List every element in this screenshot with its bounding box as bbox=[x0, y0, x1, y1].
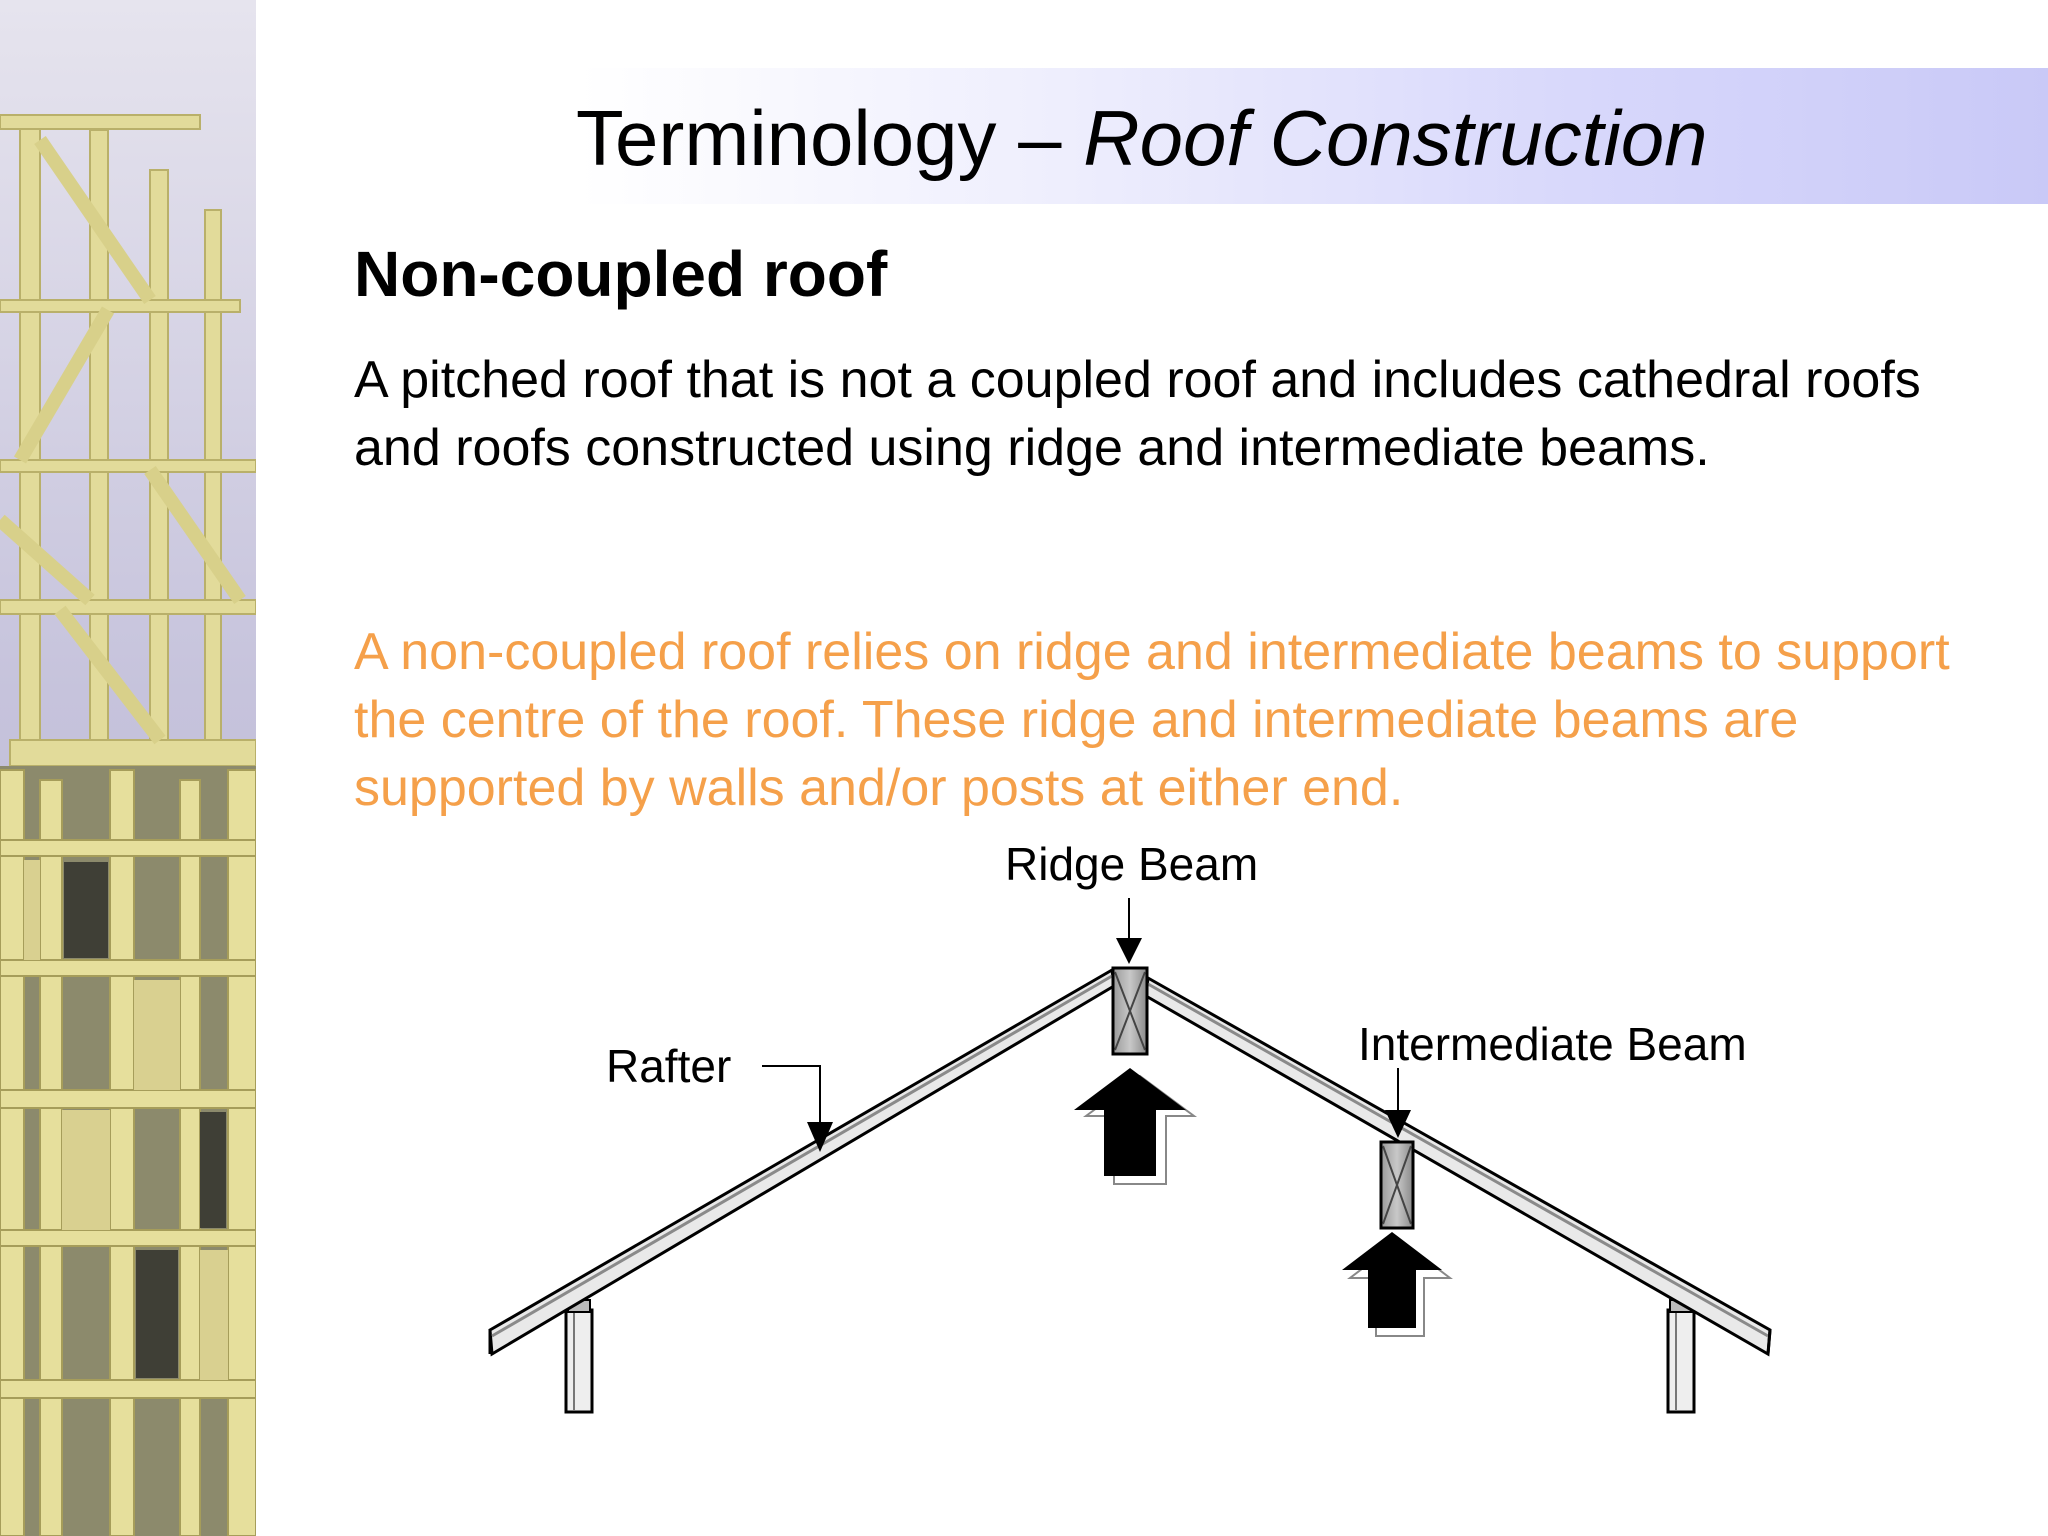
explanation-paragraph: A non-coupled roof relies on ridge and i… bbox=[354, 623, 1950, 817]
intermediate-beam-label: Intermediate Beam bbox=[1358, 1018, 1747, 1070]
ridge-support-arrow bbox=[1074, 1068, 1198, 1185]
title-band bbox=[256, 68, 2048, 204]
right-wall-post bbox=[1666, 1299, 1696, 1414]
intermediate-beam-pointer bbox=[1385, 1068, 1411, 1138]
rafter-label: Rafter bbox=[606, 1040, 731, 1092]
intermediate-beam-block bbox=[1379, 1140, 1415, 1230]
left-rafter bbox=[488, 967, 1116, 1357]
slide-title-italic: Roof Construction bbox=[1083, 94, 1708, 182]
rafter-pointer bbox=[762, 1065, 833, 1152]
section-heading: Non-coupled roof bbox=[354, 238, 888, 310]
left-wall-post bbox=[564, 1299, 594, 1414]
slide-title: Terminology – Roof Construction bbox=[576, 94, 1708, 182]
ridge-beam-block bbox=[1111, 966, 1149, 1056]
ridge-beam-pointer bbox=[1116, 898, 1142, 964]
intermediate-support-arrow bbox=[1342, 1232, 1453, 1337]
definition-paragraph: A pitched roof that is not a coupled roo… bbox=[354, 351, 1921, 477]
timber-frame-photo bbox=[0, 0, 256, 1536]
ridge-beam-label: Ridge Beam bbox=[1005, 838, 1258, 890]
